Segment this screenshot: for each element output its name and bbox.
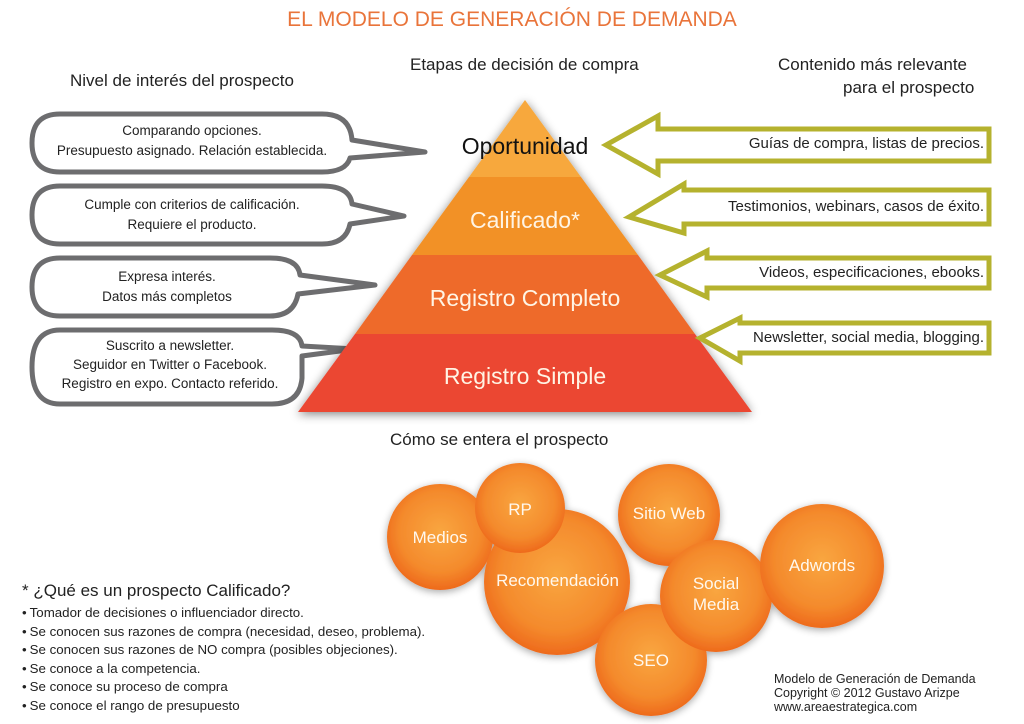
channel-circle-sitio-web: [618, 464, 720, 566]
qualified-note-item: Se conoce a la competencia.: [22, 660, 425, 679]
interest-bubble-4: [29, 327, 358, 407]
interest-level-4-line2: Seguidor en Twitter o Facebook.: [72, 357, 268, 372]
channel-label-adwords: Adwords: [788, 556, 856, 575]
pyramid-tier-registro-simple: [298, 334, 752, 412]
content-type-3: Videos, especificaciones, ebooks.: [759, 264, 984, 281]
content-arrow-4: [694, 313, 992, 366]
qualified-note-item: Tomador de decisiones o influenciador di…: [22, 604, 425, 623]
pyramid: [298, 100, 752, 412]
diagram-title: EL MODELO DE GENERACIÓN DE DEMANDA: [287, 8, 737, 31]
content-arrow-1: [600, 111, 992, 179]
header-interest-level: Nivel de interés del prospecto: [70, 71, 294, 90]
interest-level-4-line1: Suscrito a newsletter.: [105, 338, 235, 353]
qualified-note-item: Se conoce su proceso de compra: [22, 678, 425, 697]
header-how-prospect-learns: Cómo se entera el prospecto: [390, 430, 609, 449]
channel-label-medios: Medios: [412, 528, 468, 547]
content-type-1: Guías de compra, listas de precios.: [748, 135, 984, 152]
qualified-note-item: Se conocen sus razones de compra (necesi…: [22, 623, 425, 642]
channel-label-media: Media: [692, 595, 740, 614]
interest-level-3-line1: Expresa interés.: [118, 269, 216, 284]
pyramid-tier-registro-completo: [355, 255, 695, 334]
qualified-note-item: Se conoce el rango de presupuesto: [22, 697, 425, 716]
channel-label-recomendacion: Recomendación: [496, 571, 619, 590]
channel-label-social: Social: [692, 574, 740, 593]
footer-title: Modelo de Generación de Demanda: [774, 672, 976, 686]
content-type-4: Newsletter, social media, blogging.: [753, 329, 984, 346]
channel-circle-medios: [387, 484, 493, 590]
footer-website-link[interactable]: www.areaestrategica.com: [774, 700, 918, 714]
interest-level-1: Comparando opciones. Presupuesto asignad…: [36, 121, 348, 161]
stage-label-calificado: Calificado*: [470, 207, 580, 233]
stage-label-registro-simple: Registro Simple: [443, 363, 607, 389]
channel-circle-rp: [475, 463, 565, 553]
channel-circle-social-media: [660, 540, 772, 652]
stage-label-registro-completo: Registro Completo: [429, 285, 621, 311]
header-relevant-content-line2: para el prospecto: [843, 78, 975, 97]
channel-label-rp: RP: [508, 500, 532, 519]
channel-label-social-media: Social Media: [666, 573, 766, 615]
channel-label-seo: SEO: [633, 651, 669, 670]
interest-level-1-line1: Comparando opciones.: [122, 123, 262, 138]
interest-level-3: Expresa interés. Datos más completos: [36, 267, 298, 307]
interest-level-2-line2: Requiere el producto.: [127, 217, 257, 232]
content-arrow-2: [622, 179, 992, 237]
stage-label-oportunidad: Oportunidad: [461, 133, 589, 159]
header-relevant-content-line1: Contenido más relevante: [778, 55, 968, 74]
footer-copyright: Copyright © 2012 Gustavo Arizpe: [774, 686, 960, 700]
qualified-note-list: Tomador de decisiones o influenciador di…: [22, 604, 425, 716]
interest-bubble-3: [29, 255, 378, 319]
interest-bubble-1: [29, 111, 428, 175]
content-type-2: Testimonios, webinars, casos de éxito.: [728, 198, 984, 215]
interest-level-4: Suscrito a newsletter. Seguidor en Twitt…: [36, 336, 304, 393]
header-decision-stages: Etapas de decisión de compra: [410, 55, 639, 74]
qualified-note-item: Se conocen sus razones de NO compra (pos…: [22, 641, 425, 660]
interest-level-3-line2: Datos más completos: [102, 289, 232, 304]
pyramid-tier-oportunidad: [469, 100, 581, 177]
content-arrow-3: [654, 246, 992, 301]
qualified-note-title: * ¿Qué es un prospecto Calificado?: [22, 581, 291, 600]
channel-label-sitio-web: Sitio Web: [632, 504, 706, 523]
pyramid-tier-calificado: [412, 177, 638, 255]
interest-bubble-2: [29, 183, 407, 247]
interest-level-2-line1: Cumple con criterios de calificación.: [84, 197, 300, 212]
interest-level-4-line3: Registro en expo. Contacto referido.: [61, 376, 279, 391]
channel-circle-adwords: [760, 504, 884, 628]
interest-level-2: Cumple con criterios de calificación. Re…: [36, 195, 348, 235]
interest-level-1-line2: Presupuesto asignado. Relación estableci…: [56, 143, 328, 158]
footer-credits: Modelo de Generación de Demanda Copyrigh…: [774, 672, 976, 714]
